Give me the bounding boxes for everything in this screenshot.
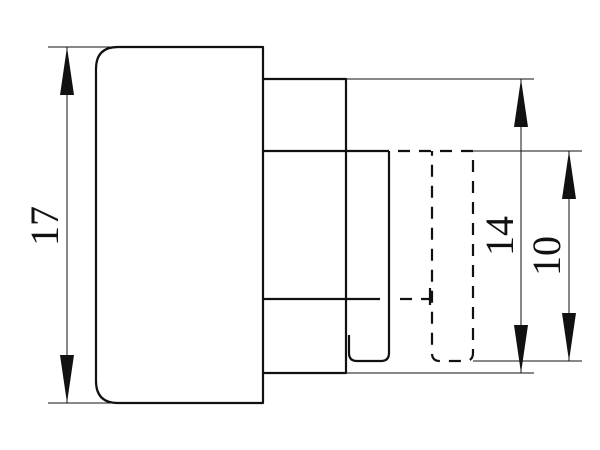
arrowhead-inner-bottom xyxy=(562,313,576,361)
arrowhead-middle-top xyxy=(514,79,528,127)
dimension-label-middle: 14 xyxy=(477,216,522,256)
arrowhead-inner-top xyxy=(562,151,576,199)
arrowhead-overall-bottom xyxy=(60,355,74,403)
main-body xyxy=(94,45,265,405)
arrowhead-overall-top xyxy=(60,47,74,95)
dimension-label-overall: 17 xyxy=(22,206,67,246)
middle-step xyxy=(263,77,348,375)
solid-tab xyxy=(347,151,391,363)
arrowhead-middle-bottom xyxy=(514,325,528,373)
dimension-label-inner: 10 xyxy=(524,236,569,276)
hidden-tab-outline xyxy=(398,149,475,363)
